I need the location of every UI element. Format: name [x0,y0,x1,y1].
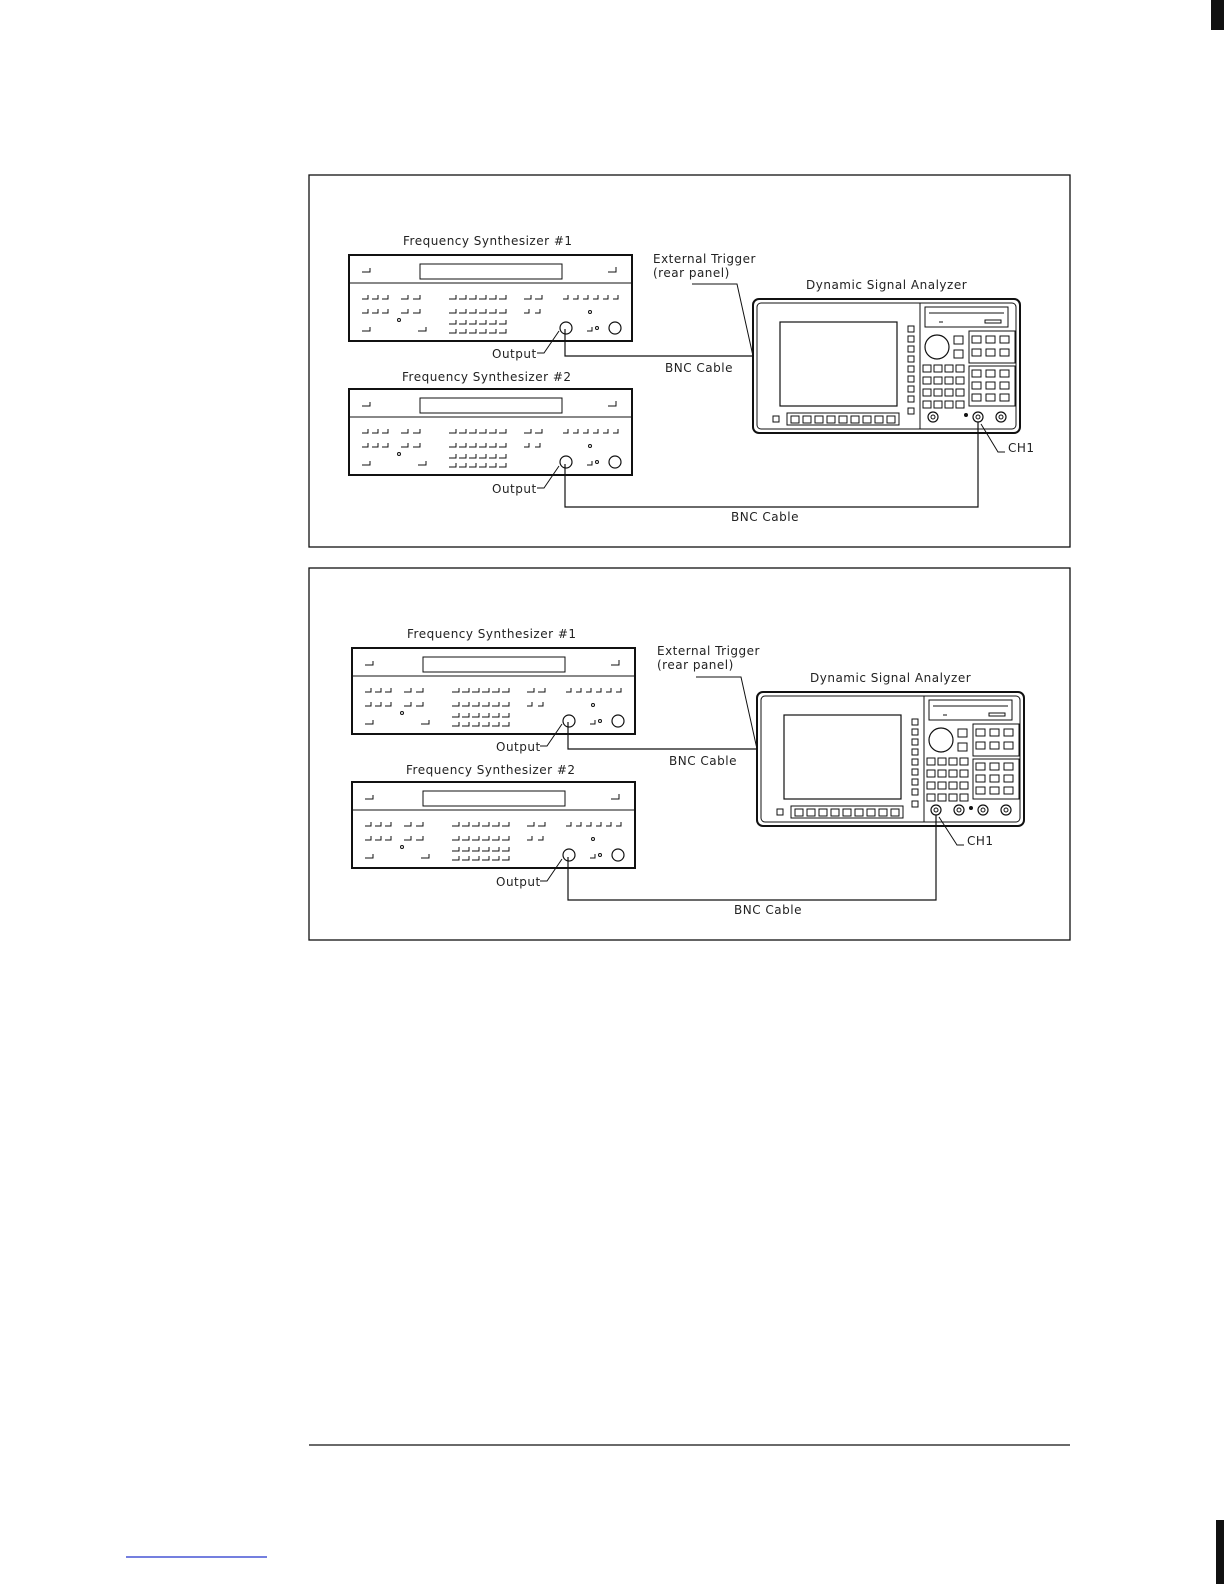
analyzer-label: Dynamic Signal Analyzer [806,278,967,292]
synth1-label: Frequency Synthesizer #1 [407,627,577,641]
ext-trigger-sublabel: (rear panel) [653,266,730,280]
ch1-label: CH1 [967,834,994,848]
synth2-label: Frequency Synthesizer #2 [406,763,576,777]
panel-top: Frequency Synthesizer #1 Frequency Synth… [309,175,1070,547]
bnc-cable-1-label: BNC Cable [665,361,733,375]
bnc-cable-2-label: BNC Cable [734,903,802,917]
footer-edge-bar [1216,1520,1224,1584]
panel-bottom: Frequency Synthesizer #1 Frequency Synth… [309,568,1070,940]
output2-label: Output [492,482,537,496]
synthesizer-1 [352,648,635,734]
ext-trigger-leader [692,284,753,356]
synthesizer-2 [352,782,635,868]
dynamic-signal-analyzer [757,692,1024,826]
output2-label: Output [496,875,541,889]
header-edge-bar [1211,0,1224,30]
synthesizer-1 [349,255,632,341]
bnc-cable-2-label: BNC Cable [731,510,799,524]
ch1-label: CH1 [1008,441,1035,455]
ext-trigger-sublabel: (rear panel) [657,658,734,672]
ext-trigger-label: External Trigger [657,644,760,658]
synthesizer-2 [349,389,632,475]
dynamic-signal-analyzer [753,299,1020,433]
bnc-cable-1-label: BNC Cable [669,754,737,768]
output1-label: Output [492,347,537,361]
ext-trigger-leader [696,677,757,749]
output1-label: Output [496,740,541,754]
ext-trigger-label: External Trigger [653,252,756,266]
analyzer-label: Dynamic Signal Analyzer [810,671,971,685]
synth1-label: Frequency Synthesizer #1 [403,234,573,248]
synth2-label: Frequency Synthesizer #2 [402,370,572,384]
